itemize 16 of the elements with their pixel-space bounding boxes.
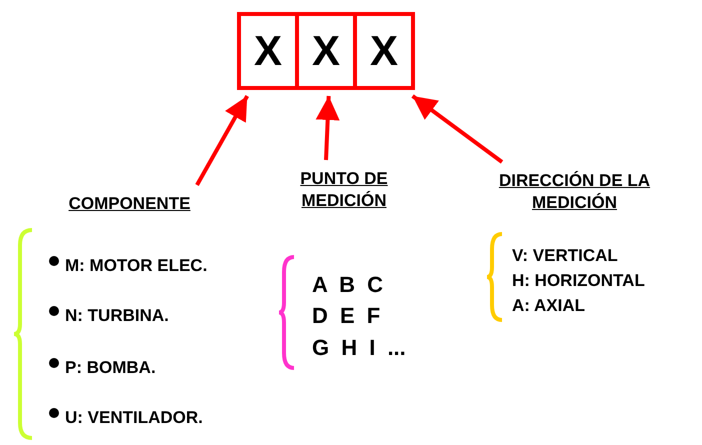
category-heading: PUNTO DE MEDICIÓN	[278, 168, 410, 216]
list-item: V: VERTICAL	[512, 246, 618, 266]
arrow	[195, 95, 249, 186]
list-item: A: AXIAL	[512, 296, 586, 316]
list-item: H: HORIZONTAL	[512, 271, 645, 291]
list-item: P: BOMBA.	[65, 358, 156, 378]
letter-row: D E F	[312, 303, 380, 329]
list-item: N: TURBINA.	[65, 306, 169, 326]
letter-row: A B C	[312, 272, 384, 298]
arrow	[411, 94, 504, 164]
letter-row: G H I ...	[312, 335, 406, 361]
list-item: U: VENTILADOR.	[65, 408, 203, 428]
category-heading: COMPONENTE	[42, 193, 217, 217]
arrow	[316, 96, 340, 160]
list-item: M: MOTOR ELEC.	[65, 256, 208, 276]
category-heading: DIRECCIÓN DE LA MEDICIÓN	[482, 170, 667, 218]
